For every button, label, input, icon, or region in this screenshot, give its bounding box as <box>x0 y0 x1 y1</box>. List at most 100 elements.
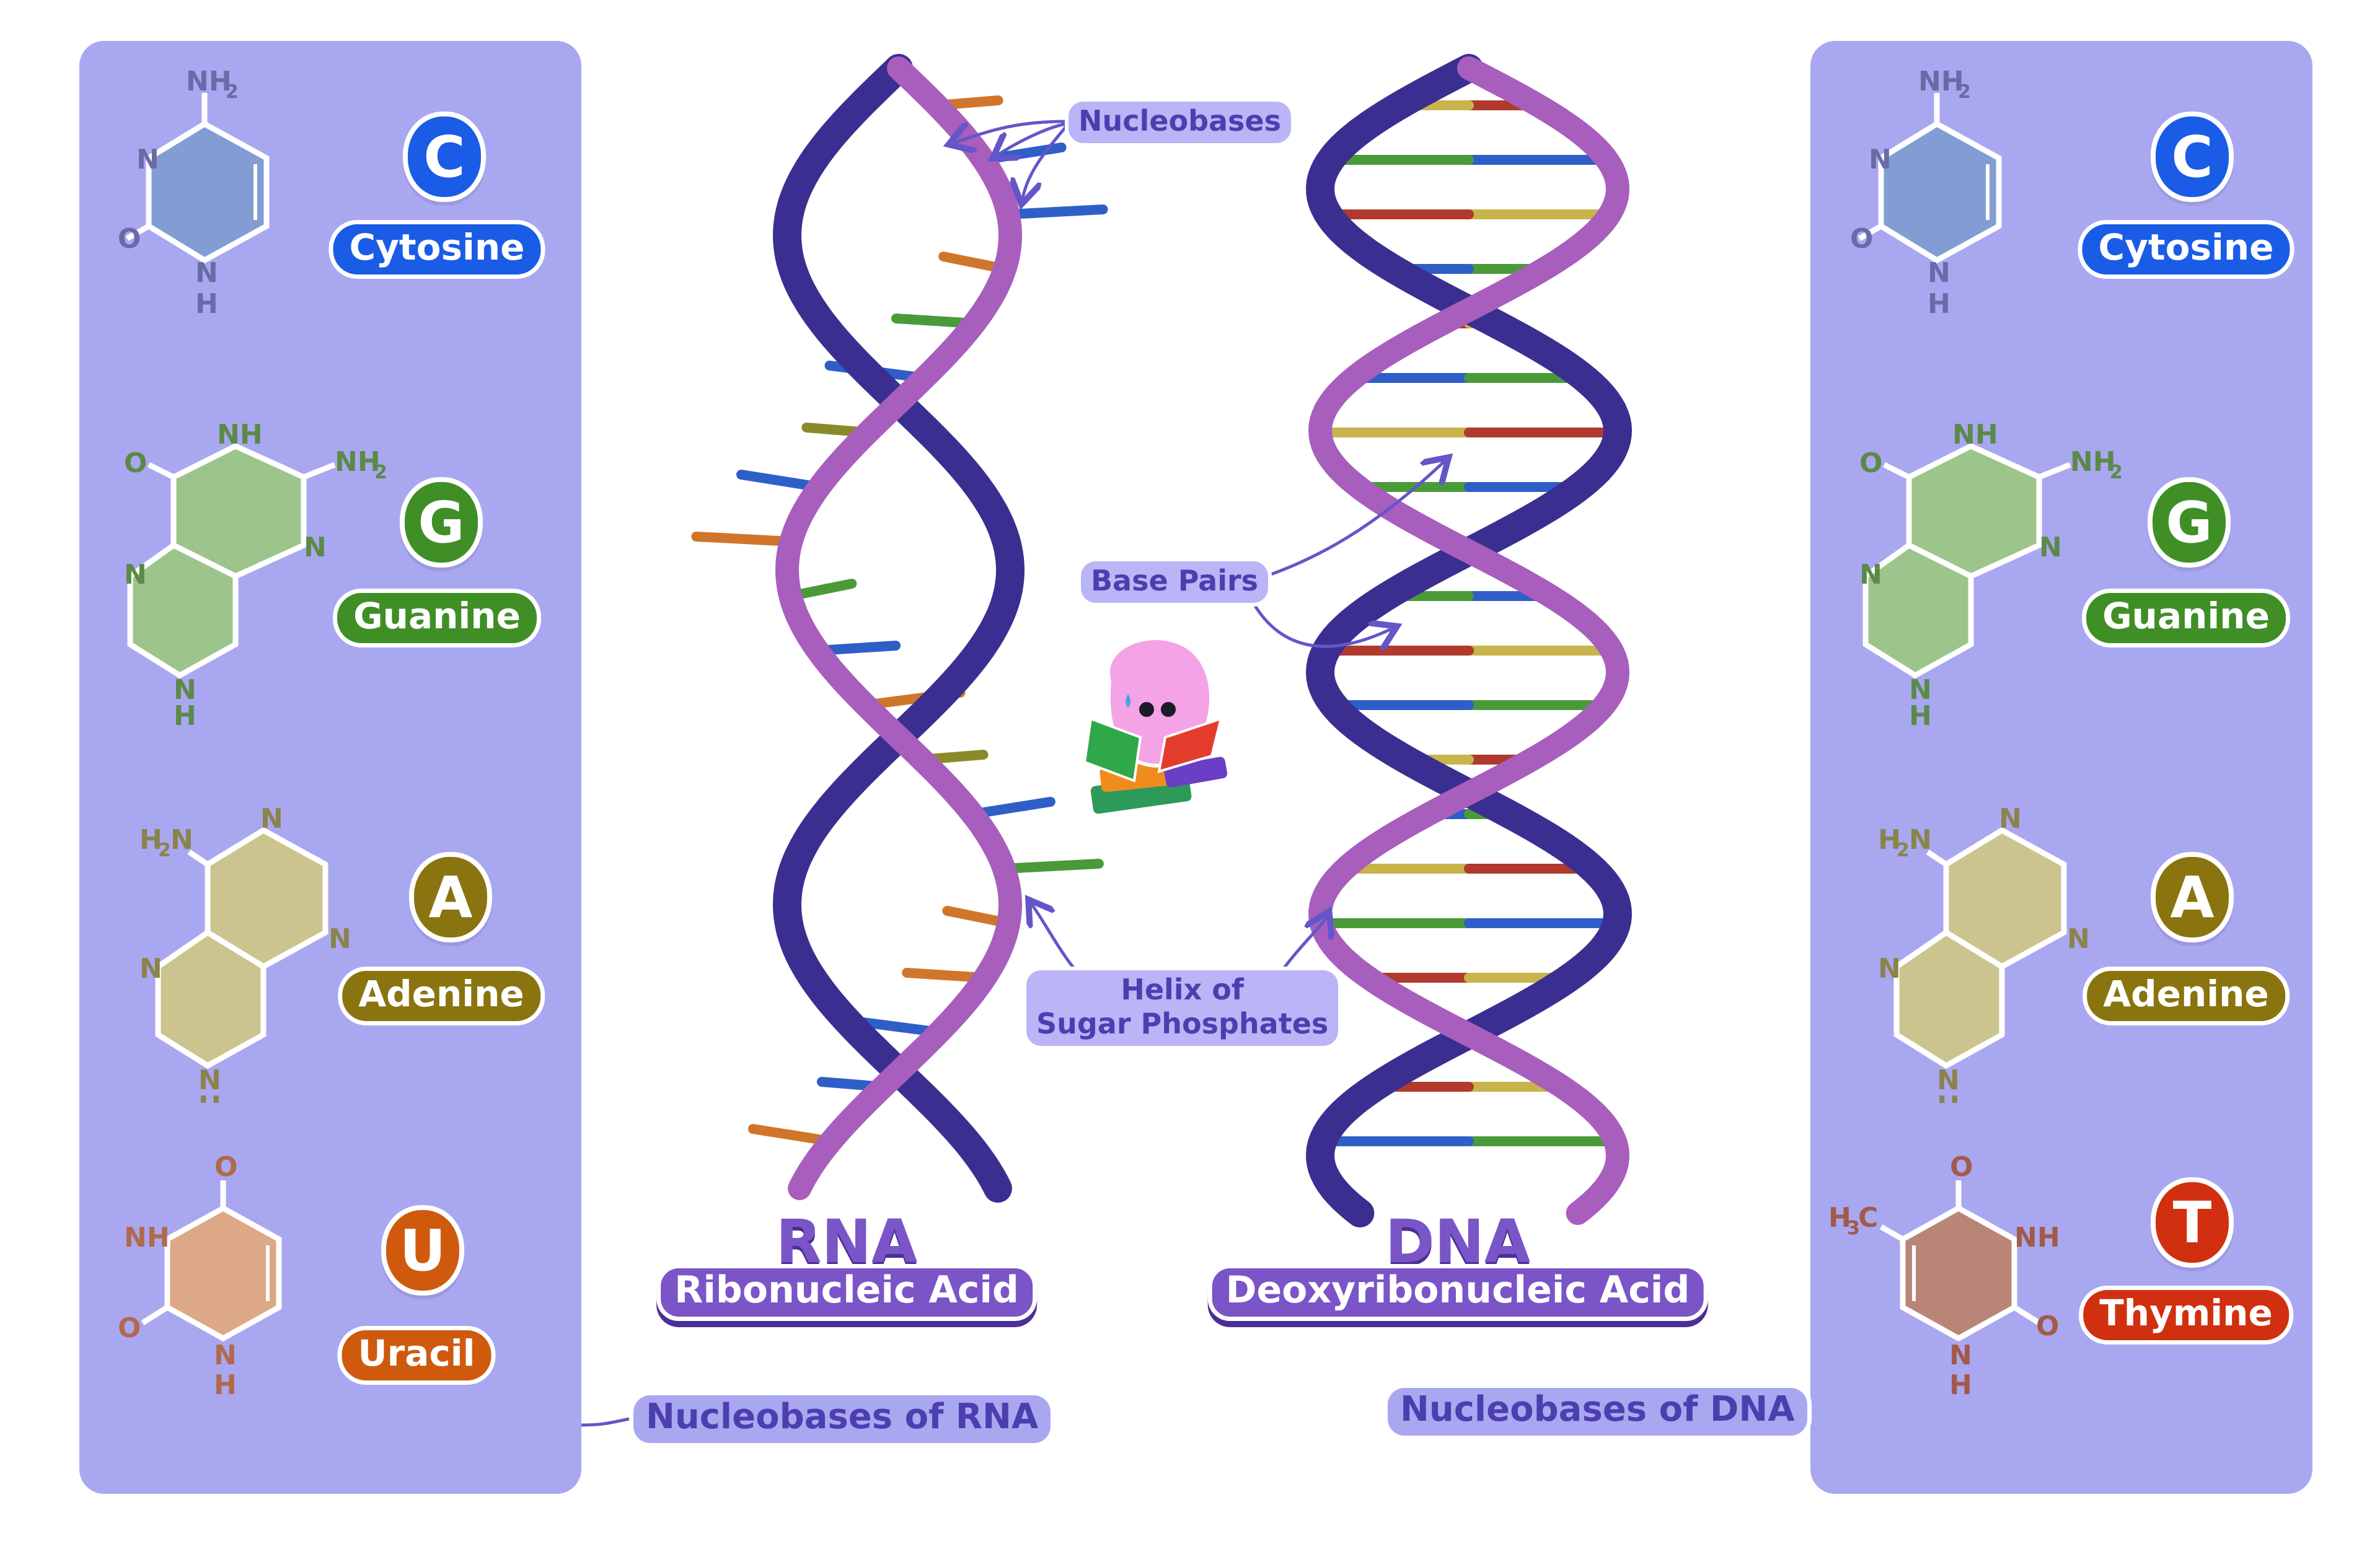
atom-label: O <box>118 1312 141 1344</box>
rna-nucleobase <box>691 532 796 546</box>
atom-label: O <box>118 223 141 255</box>
atom-label: NH <box>335 446 381 478</box>
adenine-letter-badge: A <box>2151 852 2234 942</box>
base-pairs-callout-text: Base Pairs <box>1091 564 1259 597</box>
atom-label: N <box>1859 559 1882 590</box>
cytosine-name-label: Cytosine <box>2078 220 2294 279</box>
guanine-letter-badge: G <box>2148 477 2231 568</box>
helix-callout-line1: Helix of <box>1121 973 1244 1006</box>
dna-helix <box>1305 54 1633 1227</box>
thymine-name-label: Thymine <box>2079 1286 2293 1345</box>
atom-label: N <box>214 1340 237 1371</box>
atom-label: O <box>124 447 147 479</box>
atom-label: N <box>1878 953 1901 985</box>
dna-back-strand <box>1305 54 1633 1227</box>
atom-label: H <box>1937 1090 1960 1103</box>
atom-subscript: 2 <box>2110 462 2123 483</box>
atom-label: H <box>1928 288 1950 320</box>
connector-nucleobases-2 <box>998 122 1067 155</box>
atom-label: N <box>304 532 327 563</box>
pink-blob-reading-books-icon <box>1083 636 1228 814</box>
atom-label: NH <box>1952 419 1998 450</box>
atom-label: N <box>1909 674 1932 706</box>
atom-label: N <box>328 923 351 955</box>
atom-subscript: 2 <box>1958 81 1971 103</box>
adenine-name-label: Adenine <box>2082 967 2290 1025</box>
adenine-letter-badge: A <box>409 852 492 942</box>
thymine-letter-badge: T <box>2151 1177 2234 1268</box>
atom-label: O <box>1850 223 1873 255</box>
atom-subscript: 3 <box>1847 1218 1860 1239</box>
atom-subscript: 2 <box>1897 840 1910 861</box>
atom-subscript: 2 <box>374 462 387 483</box>
rna-nucleobase <box>736 470 824 492</box>
guanine-name-label: Guanine <box>333 589 541 647</box>
atom-label: N <box>1909 824 1932 856</box>
helix-sugar-phosphates-callout: Helix of Sugar Phosphates <box>1023 967 1342 1050</box>
connector-nucleobases-3 <box>1023 125 1067 198</box>
atom-label: N <box>260 803 283 835</box>
atom-label: C <box>1858 1202 1878 1234</box>
atom-label: NH <box>1918 68 1964 97</box>
atom-subscript: 2 <box>158 840 171 861</box>
atom-label: N <box>170 824 193 856</box>
connector-nucleobases-1 <box>954 120 1067 143</box>
rna-nucleobase <box>998 859 1104 874</box>
atom-label: O <box>1950 1151 1973 1183</box>
atom-label: NH <box>2014 1222 2060 1253</box>
atom-label: N <box>1999 803 2022 835</box>
dna-nucleobases-caption: Nucleobases of DNA <box>1383 1384 1812 1440</box>
atom-label: N <box>1937 1064 1960 1096</box>
base-pairs-callout: Base Pairs <box>1077 558 1272 607</box>
atom-label: O <box>1859 447 1882 479</box>
atom-label: H <box>195 288 218 320</box>
cytosine-letter-badge: C <box>2151 112 2234 202</box>
atom-label: N <box>198 1064 221 1096</box>
connector-base-pairs-1 <box>1245 462 1444 584</box>
nucleobases-callout: Nucleobases <box>1065 98 1295 147</box>
atom-subscript: 2 <box>226 81 239 103</box>
rna-nucleobases-caption: Nucleobases of RNA <box>629 1391 1056 1447</box>
atom-label: O <box>214 1151 237 1183</box>
atom-label: H <box>1828 1202 1851 1234</box>
atom-label: N <box>1949 1340 1972 1371</box>
rna-back-strand <box>772 54 1025 1203</box>
rna-nucleobases-panel <box>79 41 581 1494</box>
atom-label: N <box>174 674 196 706</box>
atom-label: N <box>1869 144 1892 175</box>
atom-label: H <box>139 824 162 856</box>
atom-label: N <box>139 953 162 985</box>
atom-label: H <box>174 700 196 725</box>
atom-label: N <box>2067 923 2090 955</box>
adenine-name-label: Adenine <box>338 967 545 1025</box>
atom-label: NH <box>124 1222 170 1253</box>
atom-label: H <box>1878 824 1901 856</box>
atom-label: O <box>2036 1310 2059 1342</box>
atom-label: H <box>1909 700 1932 725</box>
rna-subtitle: Ribonucleic Acid <box>656 1264 1037 1321</box>
uracil-name-label: Uracil <box>337 1326 496 1385</box>
rna-front-strand <box>775 56 1023 1200</box>
nucleobases-callout-text: Nucleobases <box>1078 104 1282 138</box>
atom-label: N <box>2039 532 2062 563</box>
atom-label: N <box>195 257 218 289</box>
atom-label: NH <box>186 68 232 97</box>
guanine-name-label: Guanine <box>2082 589 2290 647</box>
connector-rna-caption <box>581 1417 630 1427</box>
dna-front-strand <box>1308 56 1630 1225</box>
dna-subtitle: Deoxyribonucleic Acid <box>1207 1264 1708 1321</box>
atom-label: H <box>214 1369 237 1401</box>
rna-nucleobase <box>1003 204 1108 219</box>
helix-callout-line2: Sugar Phosphates <box>1036 1007 1329 1041</box>
rna-helix <box>691 54 1108 1203</box>
atom-label: H <box>1949 1369 1972 1401</box>
cytosine-name-label: Cytosine <box>328 220 545 279</box>
dna-nucleobases-panel <box>1810 41 2312 1494</box>
atom-label: NH <box>217 419 263 450</box>
guanine-letter-badge: G <box>400 477 483 568</box>
uracil-letter-badge: U <box>381 1205 464 1296</box>
atom-label: N <box>124 559 147 590</box>
atom-label: NH <box>2070 446 2116 478</box>
